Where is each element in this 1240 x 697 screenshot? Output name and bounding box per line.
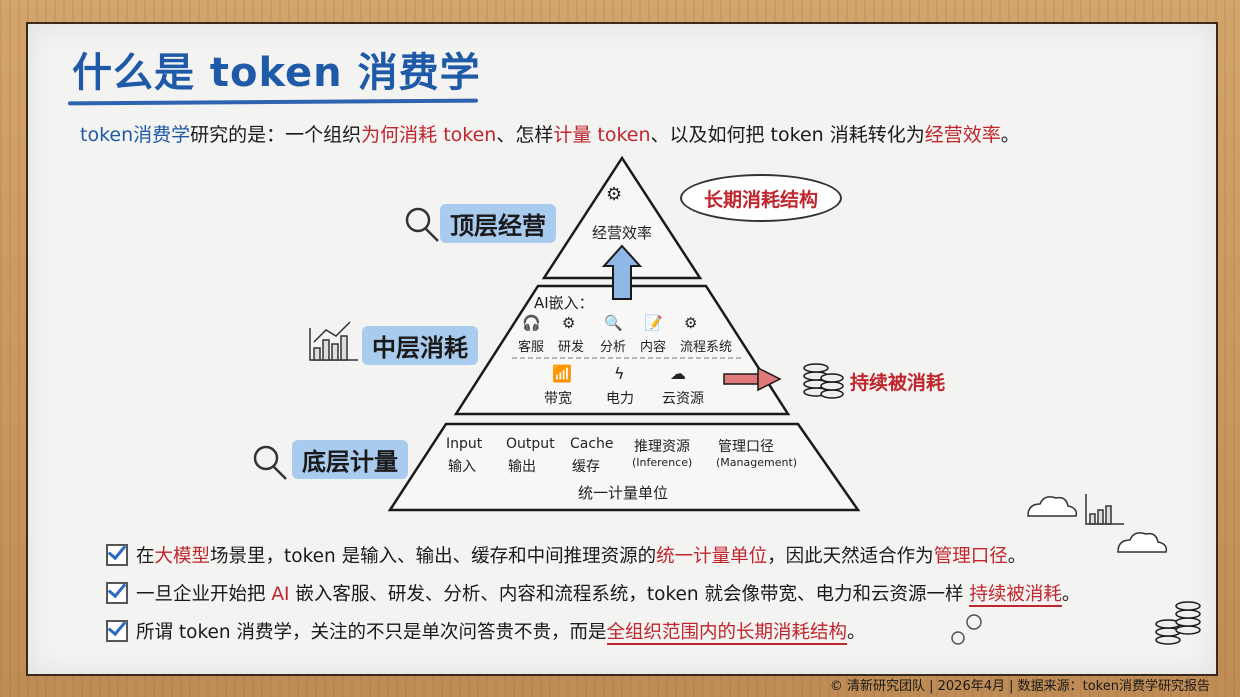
bullet-text: 一旦企业开始把 AI 嵌入客服、研发、分析、内容和流程系统，token 就会像带… xyxy=(136,580,1081,607)
text-segment: 研究的是：一个组织 xyxy=(190,124,362,146)
checkbox-icon xyxy=(106,620,128,642)
text-segment: 持续被消耗 xyxy=(969,584,1062,607)
metering-item-bottom: (Management) xyxy=(716,456,798,469)
text-segment: 全组织范围内的长期消耗结构 xyxy=(606,622,848,645)
text-segment: token消费学 xyxy=(80,124,191,146)
label-bottom-metering: 底层计量 xyxy=(292,440,408,479)
checkbox-icon xyxy=(106,544,128,566)
text-segment: 场景里，token 是输入、输出、缓存和中间推理资源的 xyxy=(210,546,657,567)
text-segment: 大模型 xyxy=(154,546,211,567)
metering-item-bottom: (Inference) xyxy=(632,456,693,469)
text-segment: 经营效率 xyxy=(924,124,1001,146)
system-label: 流程系统 xyxy=(680,340,733,355)
gear-icon: ⚙ xyxy=(684,314,698,332)
resource-label: 带宽 xyxy=(544,391,572,407)
text-segment: AI xyxy=(271,584,290,605)
page-title: 什么是 token 消费学 xyxy=(72,50,481,96)
metering-item-top: 管理口径 xyxy=(718,439,774,455)
document-edit-icon: 📝 xyxy=(644,314,663,332)
metering-item-bottom: 缓存 xyxy=(572,459,600,475)
center-operating-efficiency: 经营效率 xyxy=(591,224,652,242)
text-segment: 在 xyxy=(136,546,155,567)
cloud-icon: ☁ xyxy=(670,364,686,383)
text-segment: 一旦企业开始把 xyxy=(136,584,272,605)
text-segment: 统一计量单位 xyxy=(656,546,768,567)
unified-metering-unit: 统一计量单位 xyxy=(577,484,668,502)
whiteboard: 什么是 token 消费学 token消费学研究的是：一个组织为何消耗 toke… xyxy=(26,22,1218,676)
bullet-list: 在大模型场景里，token 是输入、输出、缓存和中间推理资源的统一计量单位，因此… xyxy=(106,536,1080,650)
continuously-consumed-label: 持续被消耗 xyxy=(850,372,946,394)
text-segment: 、怎样 xyxy=(496,124,554,146)
footer-credit: © 清新研究团队 | 2026年4月 | 数据来源：token消费学研究报告 xyxy=(829,679,1210,694)
text-segment: 计量 token xyxy=(553,124,651,146)
magnifier-chart-icon: 🔍 xyxy=(604,314,623,332)
text-segment: ，因此天然适合作为 xyxy=(767,546,934,567)
system-label: 客服 xyxy=(518,340,545,355)
speech-bubble-long-term-structure: 长期消耗结构 xyxy=(680,174,842,222)
bullet-item: 一旦企业开始把 AI 嵌入客服、研发、分析、内容和流程系统，token 就会像带… xyxy=(106,574,1080,612)
system-label: 研发 xyxy=(558,340,585,355)
text-segment: 。 xyxy=(1061,584,1081,605)
headset-icon: 🎧 xyxy=(522,314,541,332)
bullet-item: 所谓 token 消费学，关注的不只是单次问答贵不贵，而是全组织范围内的长期消耗… xyxy=(106,612,1080,650)
resource-label: 电力 xyxy=(606,391,634,407)
wifi-icon: 📶 xyxy=(552,364,572,383)
text-segment: 、以及如何把 token 消耗转化为 xyxy=(650,124,925,146)
resource-label: 云资源 xyxy=(662,391,704,407)
lightning-icon: ϟ xyxy=(614,364,625,383)
bullet-text: 在大模型场景里，token 是输入、输出、缓存和中间推理资源的统一计量单位，因此… xyxy=(136,542,1026,568)
bullet-text: 所谓 token 消费学，关注的不只是单次问答贵不贵，而是全组织范围内的长期消耗… xyxy=(136,618,866,645)
metering-item-top: Input xyxy=(446,436,483,452)
system-label: 内容 xyxy=(640,340,667,355)
metering-item-top: Output xyxy=(506,436,555,452)
text-segment: 。 xyxy=(847,622,866,643)
text-segment: 管理口径 xyxy=(933,546,1008,567)
system-label: 分析 xyxy=(600,340,627,355)
intro-text: token消费学研究的是：一个组织为何消耗 token、怎样计量 token、以… xyxy=(80,120,1020,147)
ai-embed-heading: AI嵌入： xyxy=(534,294,594,312)
label-top-operations: 顶层经营 xyxy=(440,204,556,243)
gear-dollar-icon: ⚙ xyxy=(606,184,623,205)
metering-item-bottom: 输入 xyxy=(448,459,476,475)
metering-item-top: 推理资源 xyxy=(634,439,690,455)
gear-icon: ⚙ xyxy=(562,314,576,332)
text-segment: 嵌入客服、研发、分析、内容和流程系统，token 就会像带宽、电力和云资源一样 xyxy=(289,584,970,605)
metering-item-top: Cache xyxy=(570,436,614,452)
label-middle-consumption: 中层消耗 xyxy=(362,326,478,365)
checkbox-icon xyxy=(106,582,128,604)
metering-item-bottom: 输出 xyxy=(508,459,536,475)
text-segment: 所谓 token 消费学，关注的不只是单次问答贵不贵，而是 xyxy=(136,622,607,643)
pyramid-diagram xyxy=(253,155,1201,645)
text-segment: 。 xyxy=(1007,546,1027,567)
bullet-item: 在大模型场景里，token 是输入、输出、缓存和中间推理资源的统一计量单位，因此… xyxy=(106,536,1080,574)
text-segment: 。 xyxy=(1000,124,1020,146)
text-segment: 为何消耗 token xyxy=(361,124,497,146)
